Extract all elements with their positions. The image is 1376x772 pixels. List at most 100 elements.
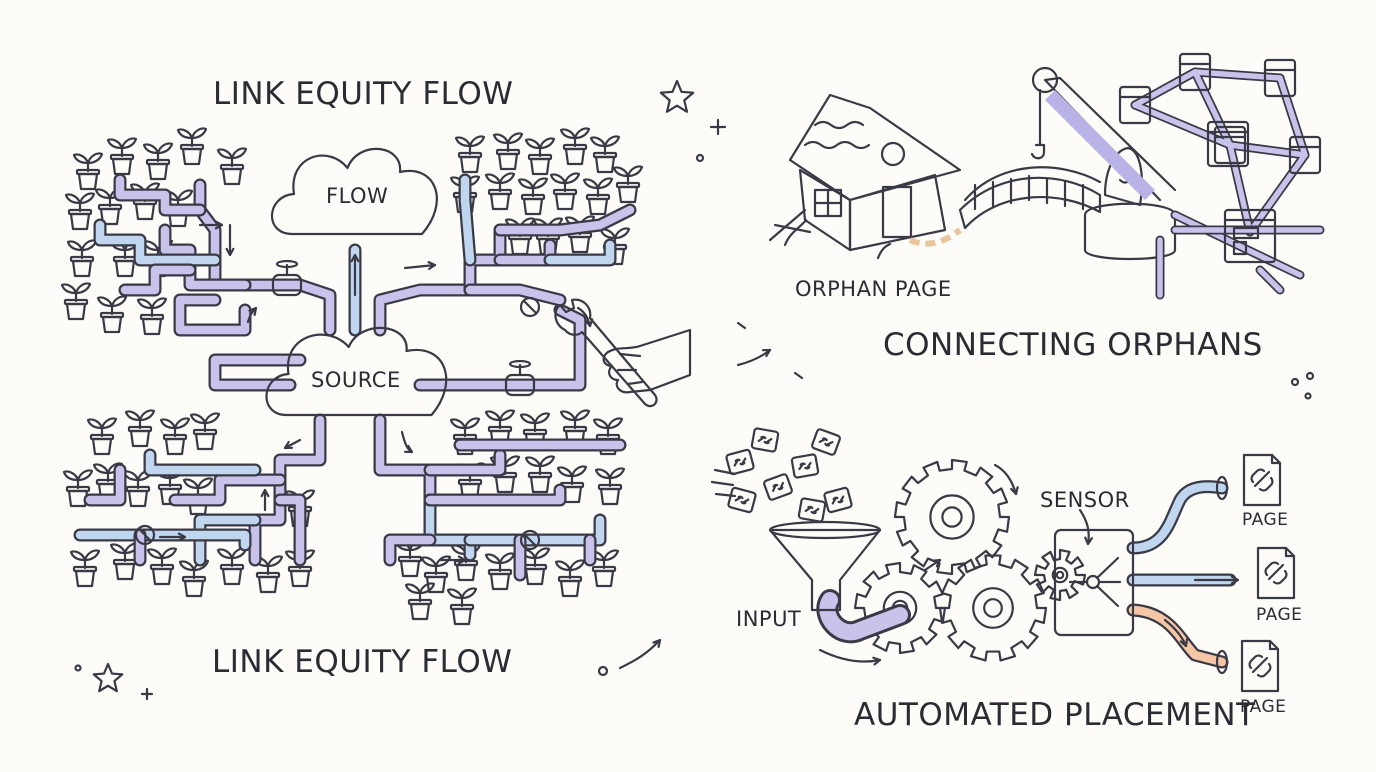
pipe-icon — [458, 173, 477, 267]
arrow-icon — [158, 532, 187, 542]
decorations-group — [74, 79, 1315, 701]
pipe-icon — [1126, 603, 1229, 669]
dot-decoration — [695, 153, 705, 163]
arrow-icon — [818, 648, 882, 666]
star-icon — [659, 79, 695, 113]
plant-icon — [517, 177, 549, 216]
page-icon — [1118, 85, 1152, 125]
pipe-icon — [143, 448, 262, 477]
arrow-icon — [993, 463, 1019, 496]
page-label-3: PAGE — [1240, 697, 1287, 717]
page-icon — [1223, 208, 1277, 264]
pipe-icon — [113, 173, 207, 217]
hand-icon — [602, 328, 692, 394]
pipe-icon — [463, 223, 507, 297]
arrow-icon — [403, 261, 437, 270]
sparkle-icon — [709, 118, 727, 136]
plant-icon — [524, 455, 556, 494]
bridge-icon — [908, 166, 1102, 247]
plant-icon — [136, 297, 168, 336]
plant-icon — [549, 172, 581, 211]
pipe-icon — [193, 178, 252, 292]
pipe-icon — [423, 448, 507, 477]
arrow-icon — [576, 306, 594, 328]
plant-icon — [62, 469, 94, 508]
plant-icon — [484, 172, 516, 211]
top-title: LINK EQUITY FLOW — [213, 76, 514, 112]
pipe-icon — [168, 473, 287, 507]
dot-decoration — [597, 665, 609, 677]
pipe-icon — [373, 283, 477, 337]
sparkle-icon — [140, 687, 154, 701]
dot-decoration — [1290, 377, 1300, 387]
arrow-icon — [246, 306, 258, 324]
plant-icon — [589, 135, 621, 174]
plant-icon — [60, 282, 92, 321]
funnel-icon — [768, 520, 911, 644]
pipes-group — [73, 173, 1237, 669]
link-icon — [790, 453, 820, 479]
page-icon — [1256, 546, 1296, 600]
arrow-icon — [198, 220, 224, 230]
pipe-icon — [193, 513, 262, 567]
plant-icon — [159, 417, 191, 456]
plant-icon — [588, 549, 620, 588]
arrow-icon — [923, 558, 942, 572]
right-panels-group — [710, 52, 1325, 693]
arrow-icon — [438, 555, 467, 565]
pipe-icon — [423, 493, 477, 562]
dot-decoration — [1305, 371, 1315, 381]
link-icon — [763, 473, 793, 501]
valve-icon — [271, 259, 303, 297]
plant-icon — [484, 552, 516, 591]
valve-icon — [134, 524, 156, 546]
page-icon — [1242, 453, 1282, 507]
pipe-icon — [118, 263, 197, 297]
arrow-icon — [350, 253, 360, 297]
pipe-icon — [83, 463, 127, 507]
plant-icon — [86, 417, 118, 456]
arrow-icon — [260, 488, 270, 512]
pipe-icon — [158, 223, 252, 292]
plant-icon — [178, 559, 210, 598]
arrow-icon — [736, 348, 772, 367]
pipe-icon — [273, 493, 307, 567]
link-icon — [797, 497, 827, 523]
valve-icon — [519, 296, 541, 318]
source-cloud-label: SOURCE — [311, 368, 401, 392]
flow-cloud-icon — [270, 147, 438, 236]
plant-icon — [446, 587, 478, 626]
page-label-1: PAGE — [1242, 510, 1289, 530]
star-icon — [92, 662, 124, 693]
link-icon — [727, 486, 757, 514]
network-icon — [1118, 52, 1325, 300]
pipe-end — [1215, 475, 1229, 501]
plant-icon — [142, 142, 174, 181]
plant-icon — [176, 127, 208, 166]
page-icon — [1178, 52, 1212, 92]
arrow-icon — [618, 638, 662, 670]
page-icon — [1263, 58, 1297, 98]
pipe-icon — [493, 238, 557, 267]
arrow-icon — [1078, 508, 1093, 546]
plant-icon — [96, 295, 128, 334]
link-icon — [725, 448, 755, 476]
bottom-title: LINK EQUITY FLOW — [212, 644, 513, 680]
clouds-group — [265, 147, 448, 417]
pipe-icon — [463, 513, 607, 547]
link-icon — [811, 428, 841, 456]
plant-icon — [64, 192, 96, 231]
arrow-icon — [1193, 575, 1240, 585]
motion-lines — [736, 321, 804, 380]
page-label-2: PAGE — [1256, 605, 1303, 625]
dot-decoration — [1304, 392, 1312, 400]
valve-icon — [504, 359, 536, 397]
pipe-icon — [383, 533, 437, 567]
wrench-icon — [554, 298, 658, 408]
plants-group — [60, 127, 644, 626]
sensor-label: SENSOR — [1040, 488, 1130, 512]
page-icon — [1288, 135, 1322, 175]
plant-icon — [66, 239, 98, 278]
source-cloud-icon — [265, 326, 448, 417]
